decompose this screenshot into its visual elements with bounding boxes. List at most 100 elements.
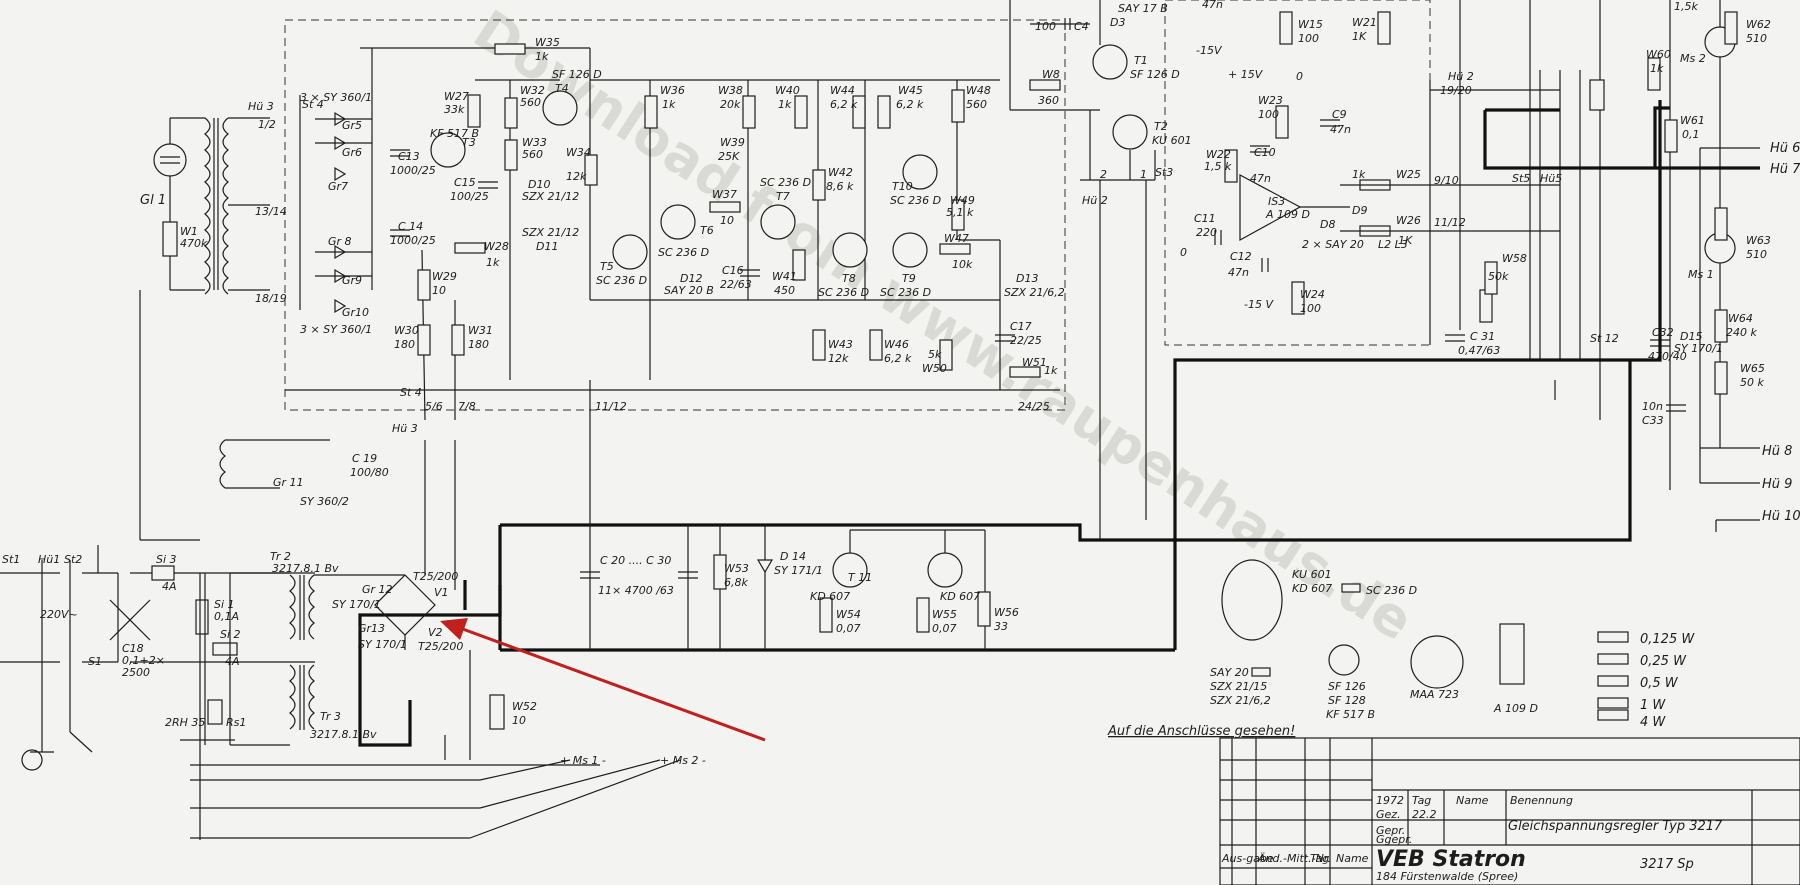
label-t9: T9 [902, 272, 916, 285]
label-ms2b: + Ms 2 - [660, 754, 706, 767]
label-w22-val: 1,5 k [1204, 160, 1232, 173]
tb-col-benennung: Benennung [1510, 794, 1573, 807]
label-d11n: D11 [536, 240, 558, 253]
output-transistor-area [1009, 0, 1156, 540]
label-c20: C 20 .... C 30 [600, 554, 671, 567]
opamp-section [1214, 11, 1430, 315]
wattage-4: 4 W [1640, 715, 1666, 730]
label-w26-val: 1K [1398, 234, 1413, 247]
label-w65-val: 50 k [1740, 376, 1764, 389]
label-w32-val: 560 [520, 96, 541, 109]
label-say20: SAY 20 [1210, 666, 1249, 679]
label-pins-11-12: 11/12 [595, 400, 627, 413]
label-w35-val: 1k [535, 50, 549, 63]
label-w55: W55 [932, 608, 957, 621]
label-r15k: 1,5k [1674, 0, 1698, 13]
label-t6: SC 236 D [658, 246, 709, 259]
rectifier-diodes [299, 95, 373, 314]
label-c17: C17 [1010, 320, 1032, 333]
label-c31-val: 0,47/63 [1458, 344, 1500, 357]
tb-title: Gleichspannungsregler Typ 3217 [1508, 819, 1723, 834]
label-hu3-bottom: Hü 3 [392, 422, 418, 435]
label-c19-val: 100/80 [350, 466, 389, 479]
label-w42-val: 8,6 k [826, 180, 854, 193]
label-w58: W58 [1502, 252, 1527, 265]
label-c18-val1: 0,1+2× [122, 654, 165, 667]
label-st1: St1 [2, 553, 20, 566]
label-c11-val: 220 [1196, 226, 1217, 239]
label-w27-val: 33k [444, 103, 465, 116]
label-w48-val: 560 [966, 98, 987, 111]
label-t9-val: SC 236 D [880, 286, 931, 299]
label-w39-val: 25K [718, 150, 740, 163]
label-w64-val: 240 k [1726, 326, 1757, 339]
label-pins-7-8: 7/8 [458, 400, 476, 413]
right-connector-area [1429, 0, 1760, 532]
label-tr2: Tr 2 [270, 550, 291, 563]
label-w41: W41 [772, 270, 797, 283]
transistor-symbols [430, 44, 1148, 270]
label-w36: W36 [660, 84, 685, 97]
label-hu3: Hü 3 [248, 100, 274, 113]
label-t7n: T7 [776, 190, 790, 203]
label-t8-val: SC 236 D [818, 286, 869, 299]
label-t2: T2 [1154, 120, 1168, 133]
label-w54: W54 [836, 608, 861, 621]
label-c13-val: 1000/25 [390, 164, 436, 177]
label-t25-top: T25/200 [413, 570, 458, 583]
label-w45: W45 [898, 84, 923, 97]
label-sy-bottom: 3 × SY 360/1 [300, 323, 372, 336]
label-tr3-val: 3217.8.1 Bv [310, 728, 377, 741]
label-d10-val: SZX 21/12 [522, 190, 579, 203]
label-w52: W52 [512, 700, 537, 713]
label-t5-val: SC 236 D [596, 274, 647, 287]
label-c47-top: 47n [1202, 0, 1223, 11]
label-c32: C32 [1652, 326, 1674, 339]
label-t4: SF 126 D [552, 68, 602, 81]
label-t4n: T4 [555, 82, 569, 95]
label-s1: S1 [88, 655, 102, 668]
label-hu2b: Hü 2 [1448, 70, 1474, 83]
label-pins-18-19: 18/19 [255, 292, 287, 305]
label-t10: T10 [892, 180, 913, 193]
label-w56: W56 [994, 606, 1019, 619]
label-w44: W44 [830, 84, 855, 97]
label-is3: IS3 [1268, 195, 1285, 208]
label-t1: T1 [1134, 54, 1148, 67]
label-si3-val: 4A [162, 580, 177, 593]
label-w53-val: 6,8k [724, 576, 748, 589]
label-szx2: SZX 21/6,2 [1210, 694, 1271, 707]
tb-col-tag: Tag [1412, 794, 1431, 807]
label-w38-val: 20k [720, 98, 741, 111]
label-w23-val: 100 [1258, 108, 1279, 121]
label-d13-val: SZX 21/6,2 [1004, 286, 1065, 299]
label-d14: D 14 [780, 550, 806, 563]
label-w33-val: 560 [522, 148, 543, 161]
label-t11-val: KD 607 [810, 590, 850, 603]
label-c16-val: 22/63 [720, 278, 752, 291]
label-d12: D12 [680, 272, 702, 285]
label-w63-val: 510 [1746, 248, 1767, 261]
wattage-05: 0,5 W [1640, 676, 1679, 691]
label-maa723: MAA 723 [1410, 688, 1459, 701]
label-pin1: 1 [1140, 168, 1147, 181]
label-c11: C11 [1194, 212, 1216, 225]
mains-input-section [0, 545, 315, 840]
label-w21-val: 1K [1352, 30, 1367, 43]
label-d13: D13 [1016, 272, 1038, 285]
label-t10-val: SC 236 D [890, 194, 941, 207]
label-w34: W34 [566, 146, 591, 159]
label-sf128: SF 128 [1328, 694, 1366, 707]
bridge-and-transformers [190, 440, 681, 839]
label-gl1: Gl 1 [140, 193, 166, 208]
label-hu3-pins: 1/2 [258, 118, 276, 131]
label-gr6: Gr6 [342, 146, 362, 159]
label-w51: W51 [1022, 356, 1047, 369]
label-w15: W15 [1298, 18, 1323, 31]
wattage-1: 1 W [1640, 698, 1666, 713]
label-w52-val: 10 [512, 714, 526, 727]
tb-gepr: Gepr. [1376, 824, 1405, 837]
label-w46: W46 [884, 338, 909, 351]
primary-winding-section [139, 117, 330, 541]
